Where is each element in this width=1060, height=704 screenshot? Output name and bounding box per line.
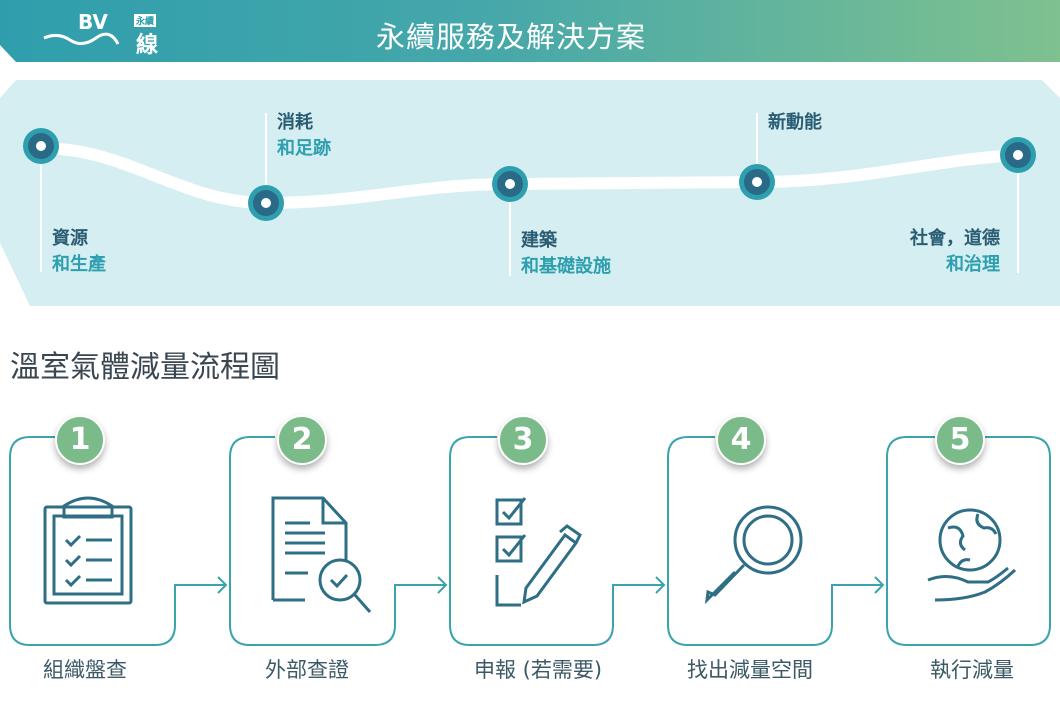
step-number-5: 5 — [935, 415, 985, 465]
timeline-item-consumption: 消耗和足跡 — [277, 112, 331, 159]
header-banner — [0, 0, 1060, 62]
timeline-item-buildings: 建築和基礎設施 — [521, 230, 611, 277]
step-label-5: 執行減量 — [930, 658, 1014, 682]
section-title: 溫室氣體減量流程圖 — [10, 350, 280, 385]
step-label-2: 外部查證 — [265, 658, 349, 682]
timeline-item-resources: 資源和生產 — [52, 228, 106, 275]
timeline-item-new-energy: 新動能 — [768, 112, 822, 133]
step-number-2: 2 — [277, 415, 327, 465]
step-number-3: 3 — [498, 415, 548, 465]
step-label-1: 組織盤查 — [43, 658, 127, 682]
logo-small: 永續 — [134, 14, 157, 27]
document-magnifier-icon — [271, 496, 372, 613]
logo-bv: BV — [78, 10, 108, 34]
timeline-band — [0, 80, 1060, 306]
step-number-1: 1 — [55, 415, 105, 465]
step-number-4: 4 — [716, 415, 766, 465]
hand-globe-icon — [927, 508, 1017, 602]
checklist-pen-icon — [495, 497, 582, 607]
step-label-3: 申報 (若需要) — [473, 658, 603, 682]
magnifier-icon — [704, 505, 803, 605]
step-label-4: 找出減量空間 — [687, 658, 813, 682]
timeline-dots — [23, 128, 1036, 221]
page-title: 永續服務及解決方案 — [376, 20, 647, 54]
logo-line: 線 — [136, 33, 159, 58]
timeline-item-esg: 社會，道德和治理 — [910, 228, 1000, 275]
clipboard-checklist-icon — [43, 496, 133, 605]
